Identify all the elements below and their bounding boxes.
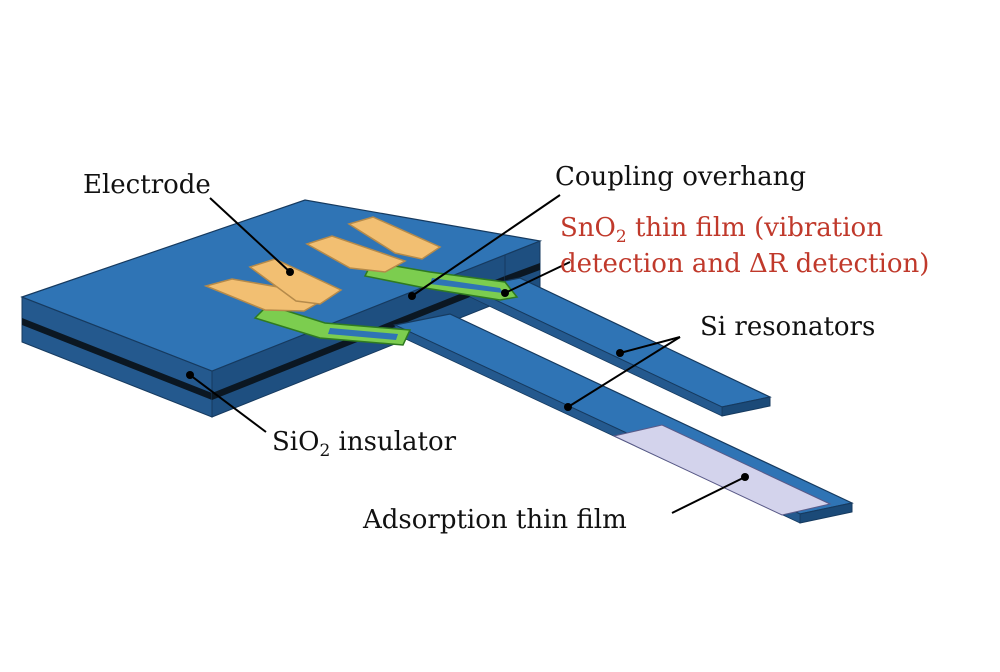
- label-sio2-prefix: SiO: [272, 427, 319, 457]
- label-sno2-sub: 2: [616, 227, 627, 247]
- leader-dot-sio2: [186, 371, 194, 379]
- sno2-trace-upper-inner: [430, 278, 503, 293]
- labels: Electrode Coupling overhang SnO2 thin fi…: [83, 162, 929, 535]
- leader-si-upper: [619, 336, 681, 354]
- leader-sno2: [504, 261, 571, 294]
- sno2-thin-film-traces: [253, 261, 519, 346]
- electrodes: [203, 216, 442, 312]
- leader-coupling-overhang: [411, 194, 561, 297]
- leader-sio2: [189, 374, 267, 433]
- leader-dot-si-lower: [564, 403, 572, 411]
- leader-dot-adsorption: [741, 473, 749, 481]
- label-sno2-suffix: thin film (vibration: [627, 213, 883, 243]
- label-electrode: Electrode: [83, 170, 211, 200]
- label-sno2-line2: detection and ΔR detection): [560, 249, 929, 279]
- leader-dot-sno2: [501, 289, 509, 297]
- electrode-pad-2: [248, 258, 343, 305]
- sno2-trace-lower-inner: [328, 328, 398, 340]
- leader-electrode: [209, 197, 291, 273]
- label-coupling-overhang: Coupling overhang: [555, 162, 806, 192]
- electrode-pad-4: [347, 216, 442, 260]
- label-adsorption-thin-film: Adsorption thin film: [362, 505, 627, 535]
- label-sio2-insulator: SiO2 insulator: [272, 427, 457, 461]
- leader-dot-electrode: [286, 268, 294, 276]
- lower-resonator: [393, 313, 854, 524]
- label-sio2-suffix: insulator: [330, 427, 456, 457]
- leader-si-lower: [567, 336, 681, 408]
- label-sno2-prefix: SnO: [560, 213, 616, 243]
- sio2-layer-front: [22, 318, 212, 400]
- label-sno2-line1: SnO2 thin film (vibration: [560, 213, 883, 247]
- electrode-pad-3: [305, 235, 407, 273]
- sio2-layer-back: [505, 263, 540, 283]
- leader-dot-si-upper: [616, 349, 624, 357]
- leader-dot-coupling: [408, 292, 416, 300]
- leader-adsorption: [671, 476, 746, 514]
- label-sio2-sub: 2: [319, 441, 330, 461]
- leader-lines: [186, 194, 749, 514]
- upper-resonator: [468, 277, 772, 417]
- label-si-resonators: Si resonators: [700, 312, 875, 342]
- adsorption-thin-film: [612, 424, 832, 516]
